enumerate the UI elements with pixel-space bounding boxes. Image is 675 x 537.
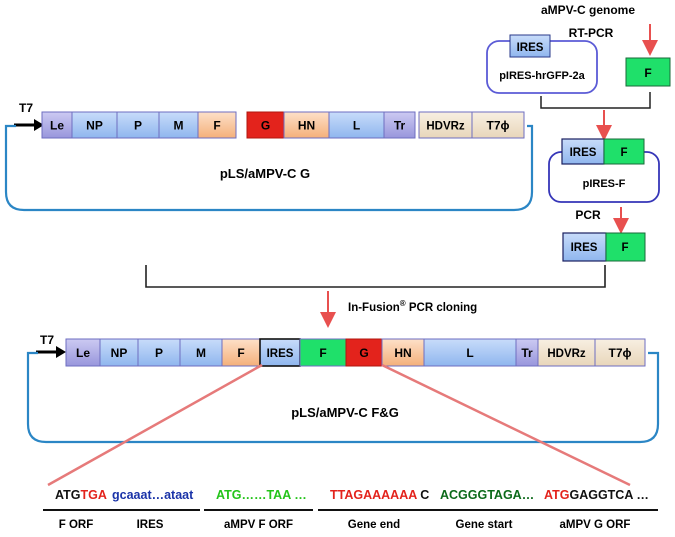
connector-right xyxy=(381,363,631,487)
plasmid1-gene-label: F xyxy=(213,119,220,133)
plasmid1-gene-np-box xyxy=(71,111,118,139)
join-bracket xyxy=(540,92,651,109)
pires-f-label: pIRES-F xyxy=(583,178,626,190)
plasmid1-gene-l-box xyxy=(328,111,385,139)
genome-label: aMPV-C genome xyxy=(541,3,635,17)
plasmid2-gene-label: NP xyxy=(111,346,128,360)
pcr-f-text: F xyxy=(621,242,628,254)
plasmid2-name: pLS/aMPV-C F&G xyxy=(291,405,399,420)
t7-label-1: T7 xyxy=(19,101,33,115)
pcr-label: PCR xyxy=(575,208,601,222)
plasmid1-gene-f-box xyxy=(197,111,237,139)
plasmid1-gene-label: HN xyxy=(298,119,315,133)
plasmid2-gene-hdvrz-box xyxy=(537,338,596,367)
plasmid2-gene-label: Tr xyxy=(521,346,533,360)
plasmid1-gene-tr-box xyxy=(383,111,416,139)
pires-f-f-text: F xyxy=(620,147,627,159)
pires-f-f-box xyxy=(603,138,645,165)
sequence-label: Gene end xyxy=(348,519,400,531)
plasmid1-gene-p-box xyxy=(116,111,160,139)
infusion-label: In-Fusion® PCR cloning xyxy=(348,299,477,314)
plasmid2-gene-p-box xyxy=(137,338,181,367)
plasmid2-gene-label: F xyxy=(237,346,244,360)
plasmid1-gene-label: M xyxy=(174,119,184,133)
sequence-2: ATG……TAA … xyxy=(216,488,307,502)
vector-label: pIRES-hrGFP-2a xyxy=(499,70,585,82)
plasmid1-gene-label: HDVRz xyxy=(426,121,465,133)
plasmid2-gene-l-box xyxy=(423,338,517,367)
plasmid2-gene-f-box xyxy=(221,338,261,367)
plasmid2-gene-track: Le NP P M F IRES F G HN L Tr HDVRz T7ϕ xyxy=(65,338,646,367)
plasmid1-gene-t7-box xyxy=(471,111,525,139)
plasmid2-gene-label: Le xyxy=(76,346,90,360)
pires-f-ires-box xyxy=(561,138,605,165)
plasmid2-gene-label: M xyxy=(196,346,206,360)
plasmid1-name: pLS/aMPV-C G xyxy=(220,166,310,181)
plasmid2-gene-label: L xyxy=(466,346,473,360)
plasmid2-gene-t7-box xyxy=(594,338,646,367)
pcr-ires-box xyxy=(562,232,607,262)
sequence-3: TTAGAAAAAA C xyxy=(330,488,429,502)
plasmid2-gene-label: IRES xyxy=(267,348,294,360)
sequence-4: ACGGGTAGA… xyxy=(440,488,534,502)
plasmid1-gene-hn-box xyxy=(283,111,330,139)
plasmid1-gene-label: G xyxy=(261,119,270,133)
vector-ires-text: IRES xyxy=(517,42,544,54)
sequence-label: aMPV F ORF xyxy=(224,519,293,531)
plasmid2-gene-le-box xyxy=(65,338,101,367)
plasmid1-gene-label: P xyxy=(134,119,142,133)
pires-f-ires-text: IRES xyxy=(570,147,597,159)
plasmid1-gene-le-box xyxy=(41,111,73,139)
f-fragment xyxy=(625,57,671,87)
rtpcr-label: RT-PCR xyxy=(569,26,614,40)
sequence-label: aMPV G ORF xyxy=(560,519,631,531)
plasmid1-gene-track: Le NP P M F G HN L Tr HDVRz T7ϕ xyxy=(41,111,525,139)
t7-arrowhead-1 xyxy=(34,119,44,131)
plasmid1-gene-label: L xyxy=(353,119,360,133)
plasmid2-backbone xyxy=(26,351,660,444)
plasmid1-gene-label: T7ϕ xyxy=(487,119,510,133)
sequence-label: F ORF xyxy=(59,519,94,531)
f-fragment-text: F xyxy=(644,66,651,80)
plasmid2-gene-f-box xyxy=(299,338,347,367)
plasmid2-gene-np-box xyxy=(99,338,139,367)
connector-left xyxy=(47,363,263,487)
plasmid2-gene-m-box xyxy=(179,338,223,367)
plasmid2-gene-label: G xyxy=(359,346,368,360)
plasmid1-gene-m-box xyxy=(158,111,199,139)
plasmid2-gene-label: HDVRz xyxy=(547,348,586,360)
sequence-0: ATGTGA xyxy=(55,488,107,502)
plasmid2-gene-label: P xyxy=(155,346,163,360)
plasmid2-gene-hn-box xyxy=(381,338,425,367)
merge-bracket xyxy=(145,265,606,288)
sequence-label: Gene start xyxy=(456,519,513,531)
plasmid1-backbone xyxy=(4,124,534,212)
pcr-f-box xyxy=(605,232,646,262)
sequence-label: IRES xyxy=(137,519,164,531)
t7-label-2: T7 xyxy=(40,333,54,347)
plasmid1-gene-label: NP xyxy=(86,119,103,133)
plasmid1-gene-label: Tr xyxy=(394,119,406,133)
sequence-1: gcaaat…ataat xyxy=(112,488,194,502)
pcr-ires-text: IRES xyxy=(571,242,598,254)
plasmid1-gene-g-box xyxy=(246,111,285,139)
plasmid2-gene-label: HN xyxy=(394,346,411,360)
t7-arrowhead-2 xyxy=(56,346,66,358)
plasmid2-gene-label: T7ϕ xyxy=(609,346,632,360)
plasmid1-gene-label: Le xyxy=(50,119,64,133)
plasmid2-gene-label: F xyxy=(319,346,326,360)
vector-ires-box xyxy=(509,34,551,58)
sequence-5: ATGGAGGTCA … xyxy=(544,488,649,502)
